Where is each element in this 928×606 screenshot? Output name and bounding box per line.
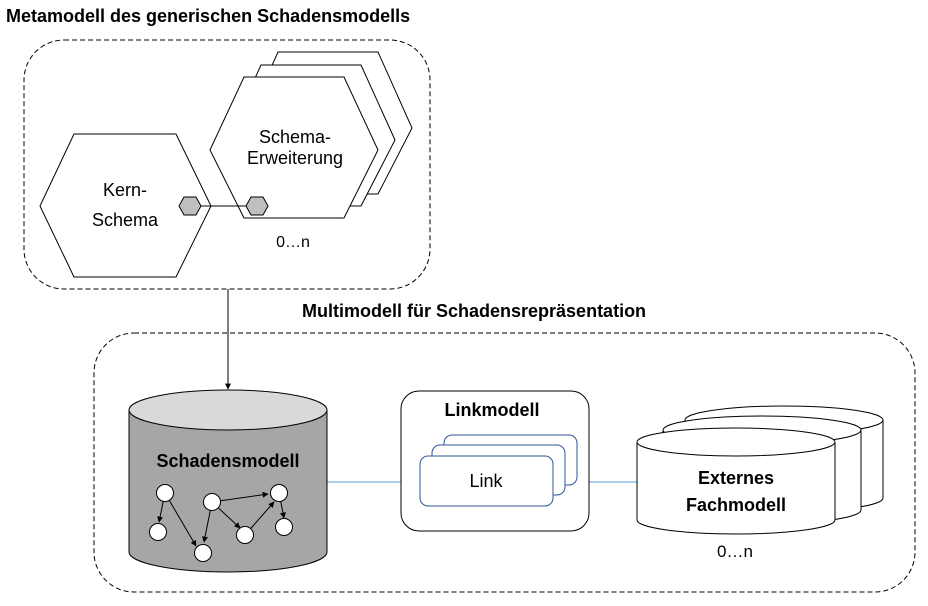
externes-fachmodell-multiplicity: 0…n <box>717 542 753 561</box>
link-label: Link <box>469 471 503 491</box>
schadensmodell-label: Schadensmodell <box>156 451 299 471</box>
schadensmodell-graph-icon <box>149 484 293 562</box>
schema-erweiterung-multiplicity: 0…n <box>276 234 310 251</box>
multimodell-title: Multimodell für Schadensrepräsentation <box>302 301 646 321</box>
linkmodell-title: Linkmodell <box>444 400 539 420</box>
kern-schema-hexagon <box>39 133 212 278</box>
externes-fachmodell-database <box>636 427 836 535</box>
schema-erweiterung-label-line2: Erweiterung <box>247 148 343 168</box>
schema-erweiterung-label-line1: Schema- <box>259 127 331 147</box>
metamodell-frame <box>23 39 431 290</box>
erweiterung-port-icon <box>245 196 269 216</box>
multimodell-frame <box>93 332 916 593</box>
kern-schema-label-line2: Schema <box>92 210 159 230</box>
metamodell-title: Metamodell des generischen Schadensmodel… <box>6 6 410 26</box>
kern-schema-label-line1: Kern- <box>103 180 147 200</box>
link-card <box>419 455 554 507</box>
externes-fachmodell-label-line2: Fachmodell <box>686 495 786 515</box>
kern-port-icon <box>178 196 202 216</box>
schadensmodell-database <box>128 389 328 573</box>
externes-fachmodell-label-line1: Externes <box>698 468 774 488</box>
schema-erweiterung-hexagon <box>209 76 379 219</box>
